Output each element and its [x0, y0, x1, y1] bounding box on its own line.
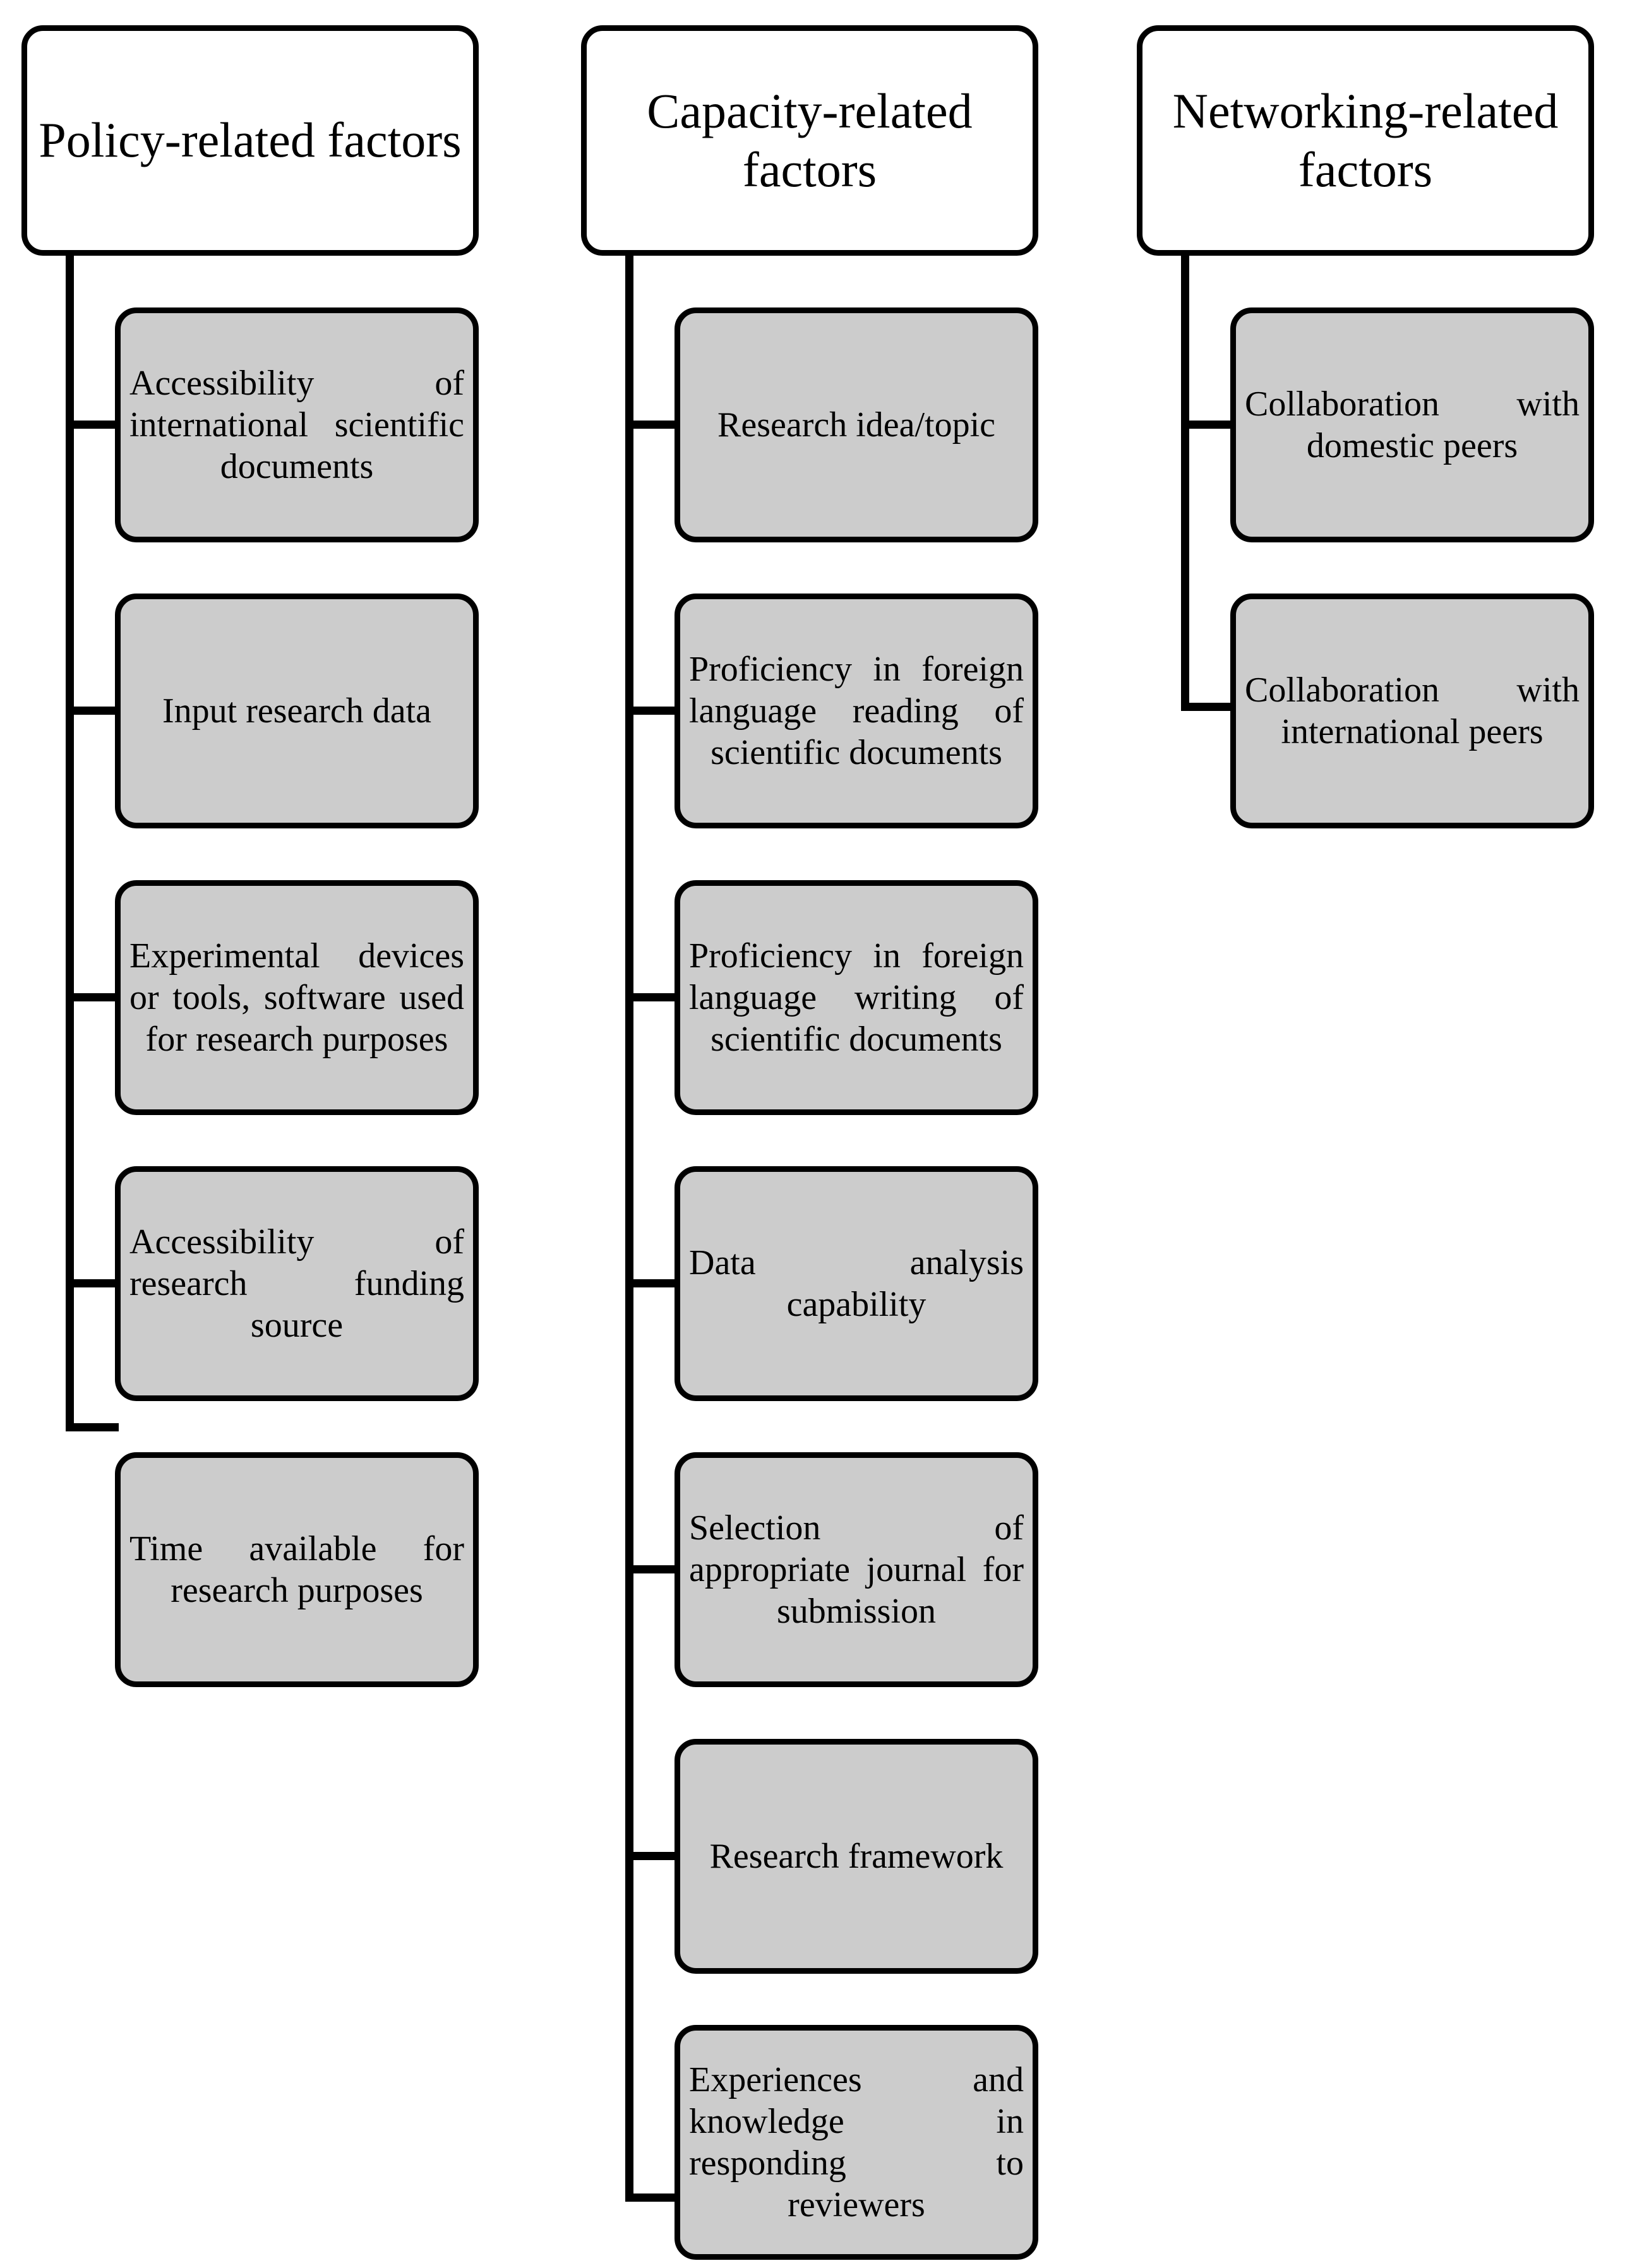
- leaf-node-label: Research framework: [709, 1836, 1004, 1876]
- leaf-node-label: Proficiency in foreign language reading …: [689, 649, 1024, 773]
- leaf-node-label: Research idea/topic: [717, 405, 995, 445]
- connector-spine-networking: [1181, 256, 1189, 706]
- header-node-policy[interactable]: Policy-related factors: [21, 25, 479, 256]
- leaf-node-label: Accessibility of research funding source: [129, 1222, 464, 1346]
- leaf-node-label: Accessibility of international scientifi…: [129, 363, 464, 487]
- leaf-node-capacity-4[interactable]: Selection of appropriate journal for sub…: [675, 1452, 1038, 1687]
- connector-branch-networking-0: [1181, 421, 1234, 429]
- header-node-networking[interactable]: Networking-related factors: [1137, 25, 1594, 256]
- connector-branch-capacity-0: [625, 421, 678, 429]
- header-node-capacity[interactable]: Capacity-related factors: [581, 25, 1038, 256]
- header-node-label: Networking-related factors: [1172, 83, 1559, 197]
- leaf-node-policy-3[interactable]: Accessibility of research funding source: [115, 1166, 479, 1401]
- leaf-node-policy-1[interactable]: Input research data: [115, 594, 479, 828]
- connector-branch-capacity-2: [625, 993, 678, 1001]
- connector-branch-policy-4: [66, 1423, 119, 1431]
- leaf-node-capacity-0[interactable]: Research idea/topic: [675, 307, 1038, 542]
- connector-spine-capacity: [625, 256, 633, 2197]
- leaf-node-networking-1[interactable]: Collaboration with international peers: [1230, 594, 1594, 828]
- connector-branch-policy-2: [66, 993, 119, 1001]
- connector-branch-capacity-4: [625, 1565, 678, 1573]
- leaf-node-label: Collaboration with international peers: [1245, 670, 1580, 751]
- leaf-node-label: Proficiency in foreign language writing …: [689, 936, 1024, 1059]
- leaf-node-label: Selection of appropriate journal for sub…: [689, 1508, 1024, 1632]
- connector-branch-capacity-3: [625, 1279, 678, 1287]
- leaf-node-capacity-2[interactable]: Proficiency in foreign language writing …: [675, 880, 1038, 1115]
- leaf-node-capacity-5[interactable]: Research framework: [675, 1739, 1038, 1974]
- leaf-node-capacity-1[interactable]: Proficiency in foreign language reading …: [675, 594, 1038, 828]
- connector-branch-capacity-6: [625, 2193, 678, 2202]
- leaf-node-label: Data analysis capability: [689, 1243, 1024, 1324]
- connector-branch-policy-3: [66, 1279, 119, 1287]
- connector-branch-policy-1: [66, 707, 119, 715]
- connector-spine-policy: [66, 256, 74, 1427]
- connector-branch-networking-1: [1181, 703, 1234, 711]
- leaf-node-policy-2[interactable]: Experimental devices or tools, software …: [115, 880, 479, 1115]
- leaf-node-label: Experimental devices or tools, software …: [129, 936, 464, 1059]
- connector-branch-policy-0: [66, 421, 119, 429]
- connector-branch-capacity-5: [625, 1852, 678, 1860]
- leaf-node-label: Input research data: [162, 691, 431, 731]
- leaf-node-label: Experiences and knowledge in responding …: [689, 2060, 1024, 2225]
- leaf-node-networking-0[interactable]: Collaboration with domestic peers: [1230, 307, 1594, 542]
- header-node-label: Capacity-related factors: [647, 83, 973, 197]
- leaf-node-capacity-3[interactable]: Data analysis capability: [675, 1166, 1038, 1401]
- leaf-node-capacity-6[interactable]: Experiences and knowledge in responding …: [675, 2025, 1038, 2260]
- leaf-node-policy-4[interactable]: Time available for research purposes: [115, 1452, 479, 1687]
- leaf-node-policy-0[interactable]: Accessibility of international scientifi…: [115, 307, 479, 542]
- leaf-node-label: Collaboration with domestic peers: [1245, 384, 1580, 465]
- leaf-node-label: Time available for research purposes: [129, 1529, 464, 1610]
- connector-branch-capacity-1: [625, 707, 678, 715]
- header-node-label: Policy-related factors: [39, 112, 462, 168]
